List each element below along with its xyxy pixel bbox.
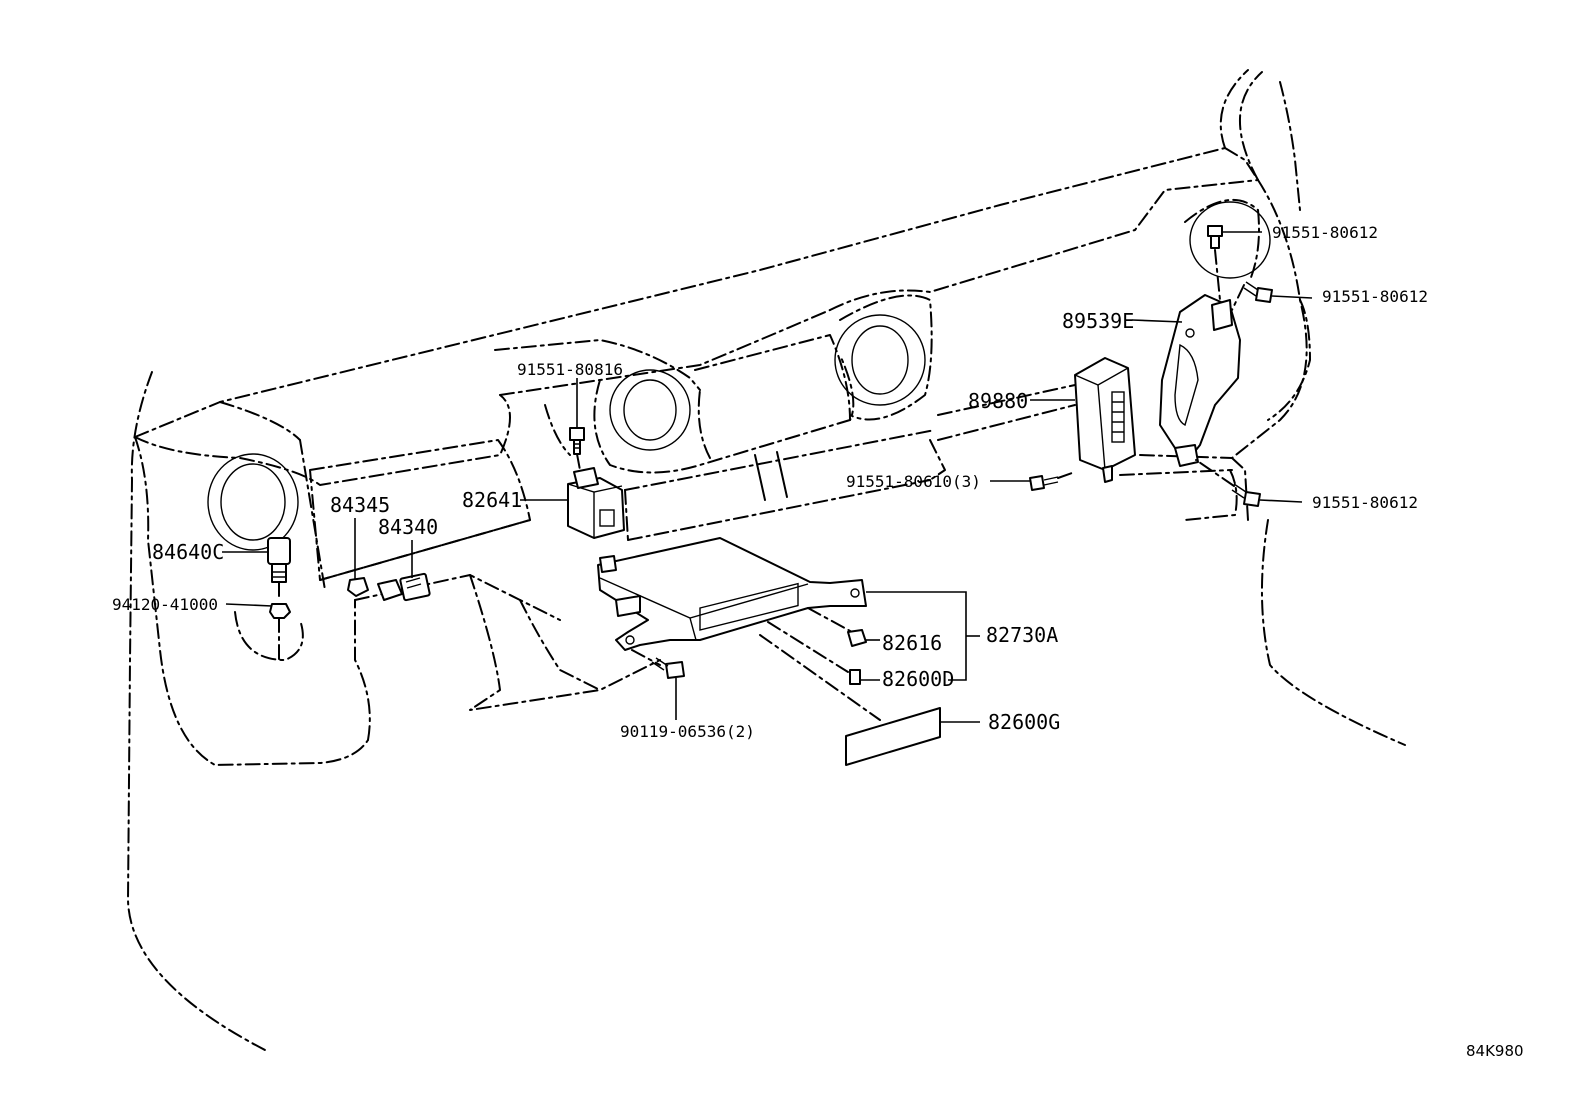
bolt-91551-80610 bbox=[1029, 471, 1076, 491]
label-82641: 82641 bbox=[462, 488, 522, 512]
vents bbox=[207, 201, 1271, 661]
label-84340: 84340 bbox=[378, 515, 438, 539]
label-plate-82600g bbox=[759, 634, 941, 766]
label-90119-06536: 90119-06536(2) bbox=[620, 722, 755, 741]
label-84640c: 84640C bbox=[152, 540, 224, 564]
label-89539e: 89539E bbox=[1062, 309, 1134, 333]
bolt-91551-80612-mid bbox=[1231, 281, 1273, 311]
part-labels: 91551-80612 91551-80612 91551-80612 8953… bbox=[112, 223, 1428, 741]
label-84345: 84345 bbox=[330, 493, 390, 517]
switch-84640c bbox=[267, 537, 291, 601]
relay-82641 bbox=[567, 467, 625, 539]
nut-94120-41000 bbox=[269, 603, 291, 661]
label-91551-80612-low: 91551-80612 bbox=[1312, 493, 1418, 512]
label-82616: 82616 bbox=[882, 631, 942, 655]
clip-84345 bbox=[347, 577, 369, 597]
label-82600d: 82600D bbox=[882, 667, 954, 691]
label-91551-80612-top: 91551-80612 bbox=[1272, 223, 1378, 242]
label-82600g: 82600G bbox=[988, 710, 1060, 734]
bolt-91551-80816 bbox=[569, 427, 585, 471]
leader-lines bbox=[222, 231, 1313, 723]
junction-block-82730a bbox=[597, 537, 867, 651]
switch-84340 bbox=[377, 572, 431, 602]
label-82730a: 82730A bbox=[986, 623, 1058, 647]
instrument-panel-outline bbox=[127, 69, 1406, 1051]
label-94120-41000: 94120-41000 bbox=[112, 595, 218, 614]
label-91551-80612-mid: 91551-80612 bbox=[1322, 287, 1428, 306]
bolt-91551-80612-top bbox=[1207, 225, 1223, 301]
label-91551-80816: 91551-80816 bbox=[517, 360, 623, 379]
ecu-89880 bbox=[1074, 357, 1136, 483]
terminal-82616 bbox=[807, 607, 867, 647]
label-91551-80610: 91551-80610(3) bbox=[846, 472, 981, 491]
label-89880: 89880 bbox=[968, 389, 1028, 413]
bolt-91551-80612-low bbox=[1195, 459, 1261, 507]
diagram-code: 84K980 bbox=[1466, 1042, 1524, 1060]
fuse-82600d bbox=[767, 621, 861, 685]
bolt-90119-06536 bbox=[631, 649, 685, 679]
bracket-89539e bbox=[1159, 294, 1241, 467]
